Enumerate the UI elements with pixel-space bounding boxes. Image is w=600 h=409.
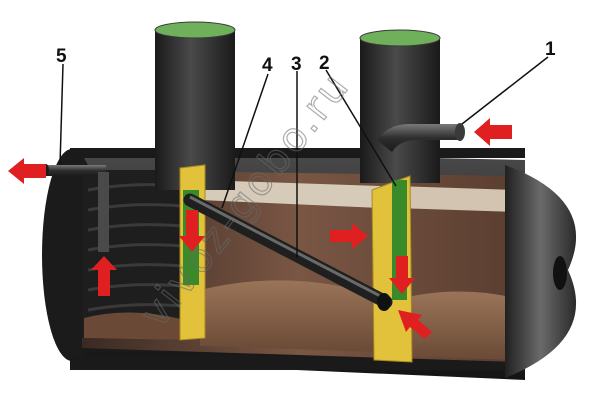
callout-3: 3 bbox=[291, 54, 302, 75]
leader-lines bbox=[59, 56, 549, 258]
diagonal-pipe bbox=[183, 193, 393, 311]
tank-interior bbox=[82, 170, 515, 362]
inlet-pipe bbox=[377, 123, 465, 152]
callout-1: 1 bbox=[545, 39, 556, 60]
arrow-left-filter-down bbox=[179, 210, 205, 252]
tank-dome-end bbox=[505, 165, 577, 378]
arrow-middle-right bbox=[330, 223, 368, 249]
arrow-left-chamber-up bbox=[91, 256, 117, 296]
arrow-right-filter-down bbox=[389, 256, 415, 294]
arrow-into-pipe bbox=[398, 310, 432, 339]
right-shaft bbox=[359, 29, 441, 183]
callout-2: 2 bbox=[319, 53, 330, 74]
callout-5: 5 bbox=[56, 46, 67, 67]
left-shaft bbox=[154, 21, 236, 190]
flow-arrows bbox=[8, 118, 512, 339]
arrow-inlet bbox=[474, 118, 512, 146]
callout-4: 4 bbox=[262, 55, 273, 76]
sludge-layer bbox=[84, 280, 515, 360]
arrow-outlet bbox=[8, 158, 46, 184]
